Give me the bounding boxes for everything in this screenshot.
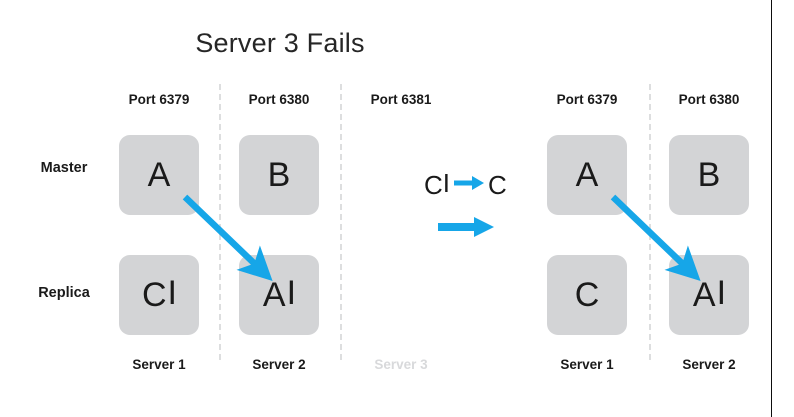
node-label: CI — [141, 274, 177, 314]
node-label: B — [267, 156, 291, 194]
server-label: Server 1 — [560, 357, 614, 372]
node-master[interactable]: A — [119, 135, 199, 215]
node-label: AI — [262, 274, 297, 314]
node-replica[interactable]: CI — [119, 255, 199, 335]
port-label: Port 6381 — [370, 92, 432, 107]
port-label: Port 6380 — [248, 92, 310, 107]
column-divider — [340, 84, 342, 360]
column-divider — [649, 84, 651, 360]
legend-transition-row — [438, 216, 494, 243]
node-label: A — [147, 156, 171, 194]
row-label-master: Master — [40, 160, 88, 176]
node-label: AI — [692, 274, 727, 314]
server-label: Server 2 — [252, 357, 306, 372]
node-label: C — [574, 276, 600, 314]
server-label: Server 2 — [682, 357, 736, 372]
legend-to-label: C — [488, 170, 507, 200]
legend-promotion-row: CI C — [424, 168, 507, 200]
node-master[interactable]: B — [669, 135, 749, 215]
port-label: Port 6380 — [678, 92, 740, 107]
node-master[interactable]: B — [239, 135, 319, 215]
right-edge-rule — [771, 0, 772, 417]
port-label: Port 6379 — [556, 92, 618, 107]
node-replica[interactable]: C — [547, 255, 627, 335]
column-divider — [219, 84, 221, 360]
server-label: Server 1 — [132, 357, 186, 372]
right-arrow-icon — [438, 216, 494, 243]
server-label-failed: Server 3 — [374, 357, 428, 372]
node-label: B — [697, 156, 721, 194]
right-arrow-icon — [454, 175, 485, 196]
node-replica[interactable]: AI — [669, 255, 749, 335]
node-label: A — [575, 156, 599, 194]
row-label-replica: Replica — [38, 285, 90, 301]
legend: CI C — [418, 168, 528, 252]
page-title: Server 3 Fails — [195, 28, 365, 58]
node-master[interactable]: A — [547, 135, 627, 215]
port-label: Port 6379 — [128, 92, 190, 107]
legend-from-label: CI — [424, 168, 451, 200]
node-replica[interactable]: AI — [239, 255, 319, 335]
